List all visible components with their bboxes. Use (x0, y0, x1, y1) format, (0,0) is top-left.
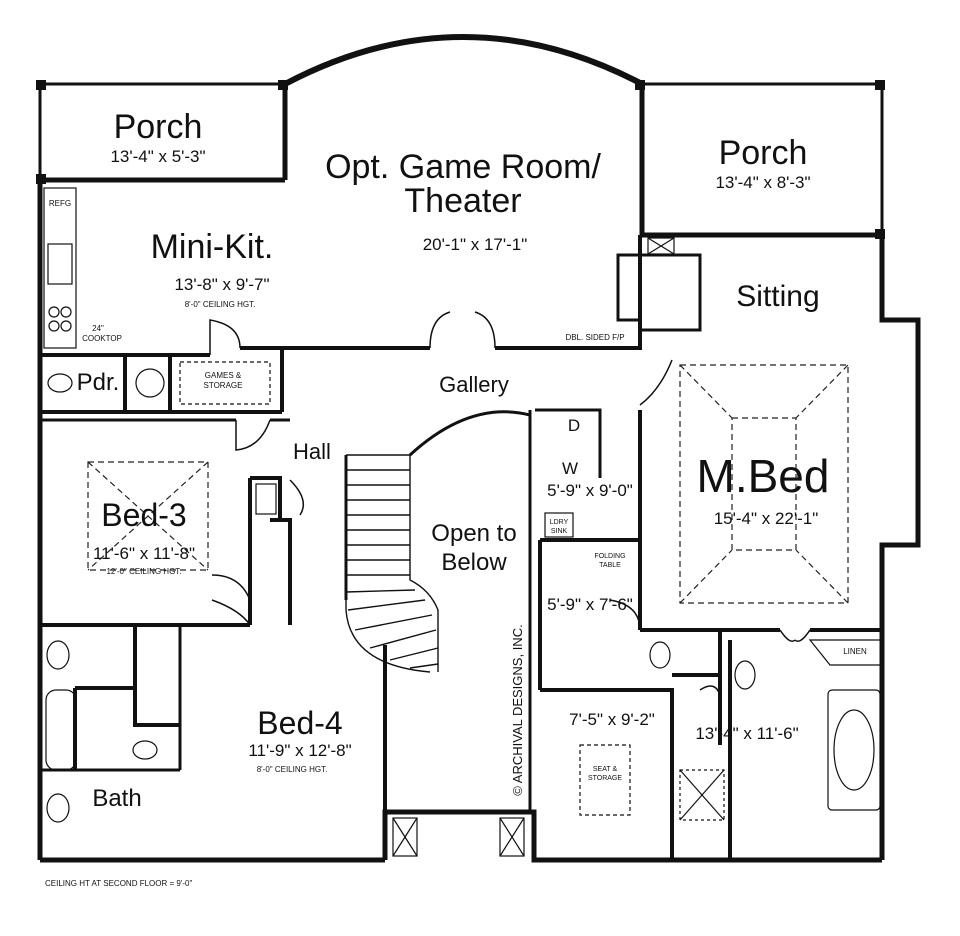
mini-kit-ceiling: 8'-0" CEILING HGT. (185, 300, 256, 309)
footer-note: CEILING HT AT SECOND FLOOR = 9'-0" (45, 879, 192, 888)
game-room-label-2: Theater (404, 182, 521, 220)
mini-kit-label: Mini-Kit. (151, 228, 274, 266)
closet-lower-dims: 7'-5" x 9'-2" (569, 710, 655, 729)
fireplace-label: DBL. SIDED F/P (565, 333, 624, 342)
bed3-ceiling: 12'-0" CEILING HGT. (106, 567, 181, 576)
fixtures (43, 187, 883, 857)
porch-left-dims: 13'-4" x 5'-3" (110, 147, 205, 166)
wic-upper-dims: 5'-9" x 9'-0" (547, 481, 633, 500)
game-room-label-1: Opt. Game Room/ (325, 148, 601, 186)
seat-label-1: SEAT & (593, 766, 618, 773)
master-bath-dims: 13'-4" x 11'-6" (695, 724, 798, 743)
bed4-ceiling: 8'-0" CEILING HGT. (257, 765, 328, 774)
bed3-dims: 11'-6" x 11'-8" (93, 544, 195, 563)
staircase (344, 410, 531, 673)
linen-label: LINEN (843, 647, 867, 656)
washer-label: W (562, 459, 578, 478)
columns (36, 80, 885, 239)
bed4-dims: 11'-9" x 12'-8" (248, 741, 351, 760)
games-label-2: STORAGE (204, 381, 243, 390)
mbed-label: M.Bed (697, 450, 830, 502)
sitting-label: Sitting (736, 280, 819, 313)
cooktop-label-2: COOKTOP (82, 334, 122, 343)
pdr-label: Pdr. (77, 369, 120, 396)
refg-label: REFG (49, 199, 71, 208)
mini-kit-dims: 13'-8" x 9'-7" (174, 275, 269, 294)
dryer-label: D (568, 416, 580, 435)
open-below-label-1: Open to (431, 520, 516, 547)
folding-label-2: TABLE (599, 562, 621, 569)
copyright-text: © ARCHIVAL DESIGNS, INC. (510, 624, 525, 795)
porch-right-dims: 13'-4" x 8'-3" (715, 173, 810, 192)
door-swings (209, 311, 811, 696)
folding-label-1: FOLDING (594, 553, 625, 560)
gallery-label: Gallery (439, 372, 509, 397)
ldry-label-1: LDRY (550, 519, 569, 526)
open-below-label-2: Below (441, 549, 507, 576)
porch-right-label: Porch (719, 134, 808, 172)
hall-label: Hall (293, 439, 331, 464)
wic-lower-dims: 5'-9" x 7'-6" (547, 595, 633, 614)
porch-left-label: Porch (114, 108, 203, 146)
mbed-dims: 15'-4" x 22'-1" (714, 509, 819, 528)
bed3-label: Bed-3 (101, 497, 186, 533)
exterior-walls (37, 34, 921, 863)
ldry-label-2: SINK (551, 528, 568, 535)
cooktop-label-1: 24" (92, 324, 104, 333)
seat-label-2: STORAGE (588, 775, 622, 782)
interior-walls (38, 84, 884, 860)
tray-ceilings (87, 364, 849, 604)
game-room-dims: 20'-1" x 17'-1" (423, 235, 528, 254)
bath-label: Bath (92, 785, 141, 812)
bed4-label: Bed-4 (257, 705, 342, 741)
games-label-1: GAMES & (205, 371, 242, 380)
